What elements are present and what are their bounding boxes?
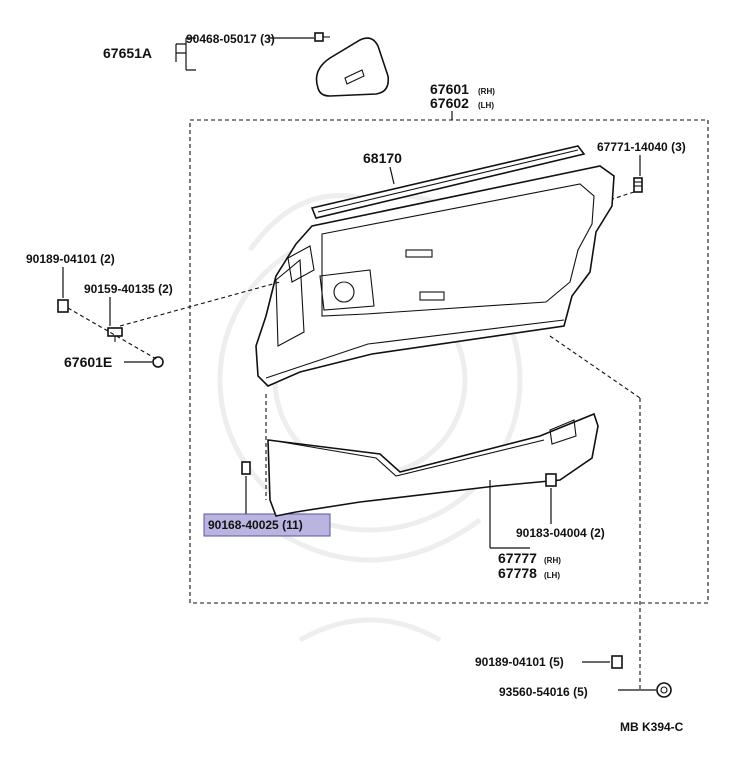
label-nut-left: 90189-04101 (2) <box>26 252 115 266</box>
label-pocket-rh: 67777 <box>498 550 537 566</box>
grommet-left-icon <box>152 356 164 368</box>
label-board-rh-side: (RH) <box>478 87 495 96</box>
label-board-lh-side: (LH) <box>478 101 494 110</box>
label-nut-pocket: 90183-04004 (2) <box>516 526 605 540</box>
retainer-bottom-icon <box>656 682 672 698</box>
nut-bottom-icon <box>611 655 623 669</box>
cover-leader <box>175 37 314 71</box>
label-retainer-bottom: 93560-54016 (5) <box>499 685 588 699</box>
label-clip-lower-highlight <box>203 513 331 537</box>
label-pocket-rh-side: (RH) <box>544 556 561 565</box>
screw-left-icon <box>107 327 123 342</box>
label-screw-left: 90159-40135 (2) <box>84 282 173 296</box>
assembly-boundary <box>189 119 709 604</box>
cover-screw-icon <box>314 32 330 42</box>
label-board-rh: 67601 <box>430 81 469 97</box>
clip-top-icon <box>633 177 643 193</box>
label-cover-screw: 90468-05017 (3) <box>186 32 275 46</box>
label-weatherstrip: 68170 <box>363 150 402 166</box>
cover-part[interactable] <box>315 37 390 97</box>
label-clip-lower[interactable]: 90168-40025 (11) <box>208 518 303 532</box>
label-nut-bottom: 90189-04101 (5) <box>475 655 564 669</box>
right-dash-1 <box>549 335 641 399</box>
label-pocket-lh-side: (LH) <box>544 571 560 580</box>
door-pocket-part[interactable] <box>267 412 599 517</box>
door-trim-board[interactable] <box>255 165 615 387</box>
label-pocket-lh: 67778 <box>498 565 537 581</box>
label-board-lh: 67602 <box>430 95 469 111</box>
label-cover: 67651A <box>103 45 152 61</box>
diagram-code: MB K394-C <box>620 720 684 734</box>
nut-pocket-icon <box>545 473 557 487</box>
weatherstrip-leader <box>389 166 395 185</box>
nut-left-icon <box>57 299 69 313</box>
left-dash-1 <box>67 307 159 361</box>
weatherstrip-part[interactable] <box>310 145 586 219</box>
clip-lower-icon <box>241 461 251 475</box>
label-grommet-left: 67601E <box>64 354 112 370</box>
label-clip-top: 67771-14040 (3) <box>597 140 686 154</box>
